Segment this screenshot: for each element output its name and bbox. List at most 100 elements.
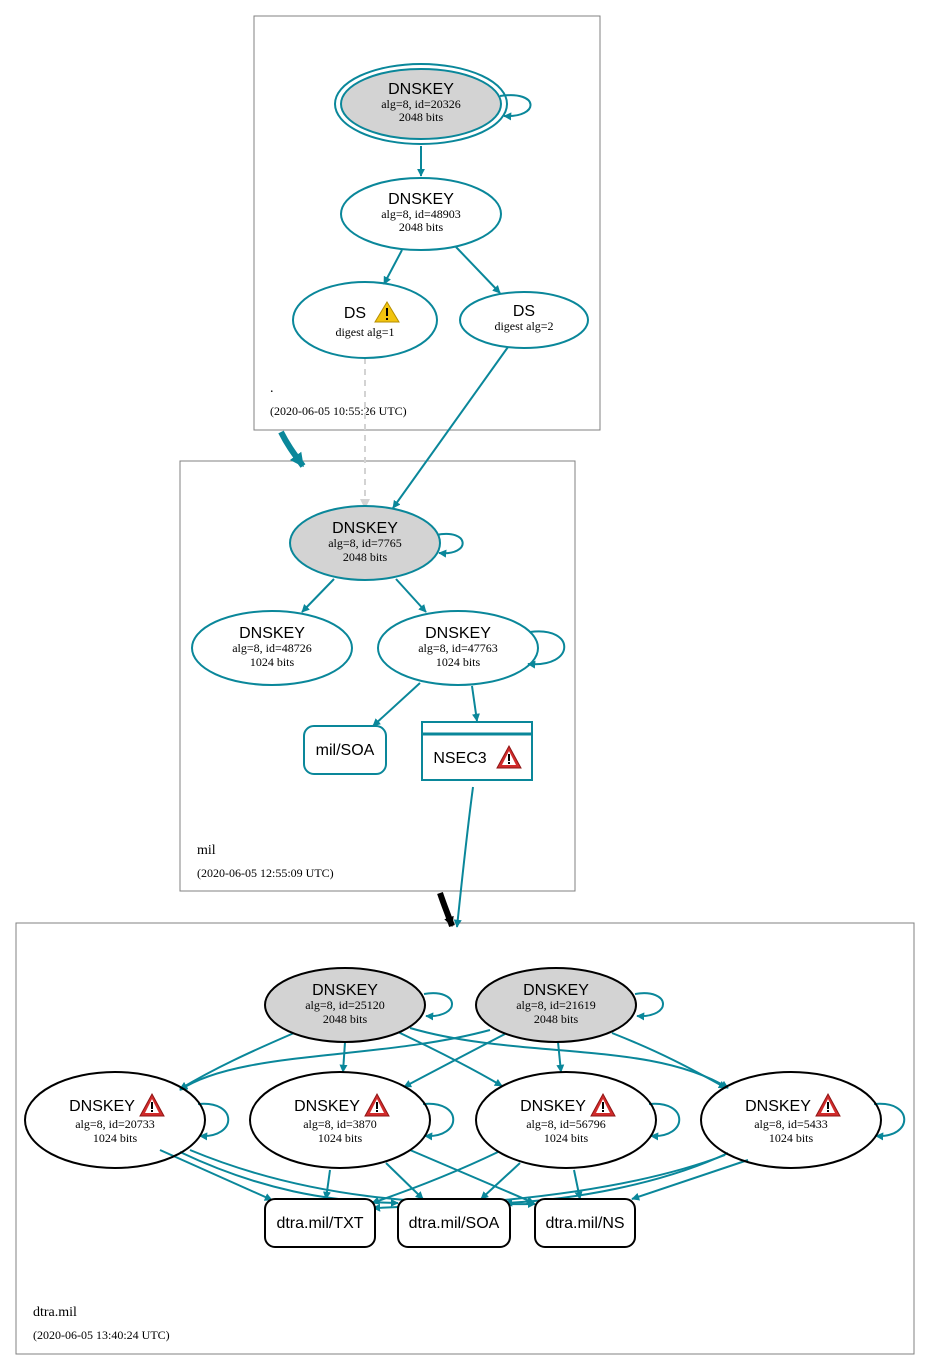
node-detail: alg=8, id=20326	[381, 97, 461, 111]
dnskey-node-20326[interactable]: DNSKEY alg=8, id=20326 2048 bits	[334, 63, 508, 145]
edge-ds2-milksk	[392, 346, 509, 509]
edge-zsk-ds2	[455, 246, 501, 294]
ds-node-digest2[interactable]: DS digest alg=2	[459, 291, 589, 349]
dnskey-node-21619[interactable]: DNSKEY alg=8, id=21619 2048 bits	[475, 967, 637, 1043]
edge-dz2-txt	[323, 1169, 331, 1200]
node-detail: digest alg=2	[494, 319, 553, 333]
edge-dz3-ns	[573, 1169, 583, 1200]
zone-dtra-timestamp: (2020-06-05 13:40:24 UTC)	[33, 1328, 170, 1342]
edge-dz4-ns	[631, 1159, 749, 1201]
node-detail: 2048 bits	[323, 1012, 368, 1026]
ds-node-digest1[interactable]: DS digest alg=1	[292, 281, 438, 359]
node-detail: 2048 bits	[399, 220, 444, 234]
edge-dksk1-dz2	[339, 1041, 348, 1073]
node-detail: 1024 bits	[436, 655, 481, 669]
node-title: dtra.mil/NS	[545, 1215, 624, 1232]
error-red-icon	[364, 1092, 390, 1117]
edge-dz3-soa	[480, 1162, 521, 1200]
node-detail: alg=8, id=47763	[418, 641, 498, 655]
node-title: dtra.mil/TXT	[276, 1215, 363, 1232]
edge-dz2-self	[422, 1102, 455, 1141]
edge-dksk2-self	[634, 992, 664, 1021]
zone-mil-name: mil	[197, 843, 216, 858]
dnskey-node-3870[interactable]: DNSKEY alg=8, id=3870 1024 bits	[249, 1071, 431, 1169]
error-red-icon	[496, 744, 522, 769]
edge-dz4-soa	[504, 1152, 729, 1207]
edge-root-ksk-self	[499, 94, 532, 121]
node-detail: 1024 bits	[318, 1131, 363, 1145]
edge-dz2-ns	[409, 1149, 535, 1204]
node-detail: 1024 bits	[250, 655, 295, 669]
dnskey-node-5433[interactable]: DNSKEY alg=8, id=5433 1024 bits	[700, 1071, 882, 1169]
node-detail: alg=8, id=48903	[381, 207, 461, 221]
zone-mil-timestamp: (2020-06-05 12:55:09 UTC)	[197, 866, 334, 880]
dnskey-node-56796[interactable]: DNSKEY alg=8, id=56796 1024 bits	[475, 1071, 657, 1169]
edge-mil-k2-self	[527, 630, 566, 669]
dnskey-node-48726[interactable]: DNSKEY alg=8, id=48726 1024 bits	[191, 610, 353, 686]
node-detail: digest alg=1	[335, 325, 394, 339]
node-title: DS	[344, 305, 366, 322]
zone-root-name: .	[270, 381, 274, 396]
zone-root-timestamp: (2020-06-05 10:55:26 UTC)	[270, 404, 407, 418]
node-detail: alg=8, id=25120	[305, 998, 385, 1012]
error-red-icon	[590, 1092, 616, 1117]
zone-dtra: dtra.mil (2020-06-05 13:40:24 UTC)	[15, 922, 915, 1355]
edge-dz4-self	[873, 1102, 906, 1141]
edge-dksk2-dz1	[179, 1029, 491, 1091]
node-detail: alg=8, id=21619	[516, 998, 596, 1012]
dnskey-node-20733[interactable]: DNSKEY alg=8, id=20733 1024 bits	[24, 1071, 206, 1169]
node-title: DNSKEY	[239, 625, 305, 642]
edge-dksk2-dz2	[403, 1033, 506, 1088]
edge-dksk1-dz3	[397, 1031, 503, 1087]
node-title: DNSKEY	[425, 625, 491, 642]
dnskey-node-7765[interactable]: DNSKEY alg=8, id=7765 2048 bits	[289, 505, 441, 581]
node-title: DNSKEY	[69, 1098, 135, 1115]
node-detail: 2048 bits	[399, 110, 444, 124]
dnskey-node-47763[interactable]: DNSKEY alg=8, id=47763 1024 bits	[377, 610, 539, 686]
edge-mil-ksk-self	[435, 532, 464, 558]
node-detail: 2048 bits	[534, 1012, 579, 1026]
edge-delegation-mil-dtra	[437, 892, 455, 928]
node-detail: alg=8, id=5433	[754, 1117, 828, 1131]
edge-milksk-k1	[301, 578, 335, 613]
node-title: NSEC3	[433, 750, 486, 767]
node-title: DNSKEY	[523, 982, 589, 999]
edges	[159, 94, 906, 1212]
edge-k2-milsoa	[372, 682, 421, 727]
rrset-node-dtra-txt[interactable]: dtra.mil/TXT	[264, 1198, 376, 1248]
edge-dz1-txt	[159, 1149, 273, 1201]
edge-dksk2-dz3	[556, 1041, 565, 1073]
edge-dksk2-dz4	[611, 1032, 727, 1089]
rrset-node-mil-soa[interactable]: mil/SOA	[303, 725, 387, 775]
edge-dksk1-dz1	[179, 1032, 295, 1090]
node-title: DNSKEY	[312, 982, 378, 999]
node-title: DNSKEY	[388, 81, 454, 98]
node-detail: alg=8, id=7765	[328, 536, 402, 550]
node-title: DNSKEY	[520, 1098, 586, 1115]
error-red-icon	[139, 1092, 165, 1117]
node-detail: alg=8, id=48726	[232, 641, 312, 655]
nsec3-node[interactable]: NSEC3	[421, 721, 533, 781]
node-detail: alg=8, id=3870	[303, 1117, 377, 1131]
node-title: DNSKEY	[745, 1098, 811, 1115]
edge-dz2-soa	[385, 1162, 424, 1200]
rrset-node-dtra-ns[interactable]: dtra.mil/NS	[534, 1198, 636, 1248]
node-detail: 1024 bits	[769, 1131, 814, 1145]
edge-dksk1-self	[423, 992, 453, 1021]
node-detail: 1024 bits	[544, 1131, 589, 1145]
edge-delegation-root-mil	[278, 430, 306, 468]
dnskey-node-25120[interactable]: DNSKEY alg=8, id=25120 2048 bits	[264, 967, 426, 1043]
node-title: DS	[513, 303, 535, 320]
edge-dz1-self	[197, 1102, 230, 1141]
node-title: DNSKEY	[388, 191, 454, 208]
node-detail: 2048 bits	[343, 550, 388, 564]
node-title: mil/SOA	[316, 742, 375, 759]
rrset-node-dtra-soa[interactable]: dtra.mil/SOA	[397, 1198, 511, 1248]
node-title: DNSKEY	[294, 1098, 360, 1115]
dnskey-node-48903[interactable]: DNSKEY alg=8, id=48903 2048 bits	[340, 177, 502, 251]
warning-yellow-icon	[374, 301, 400, 323]
edge-dz3-self	[648, 1102, 681, 1141]
error-red-icon	[815, 1092, 841, 1117]
node-title: dtra.mil/SOA	[409, 1215, 500, 1232]
